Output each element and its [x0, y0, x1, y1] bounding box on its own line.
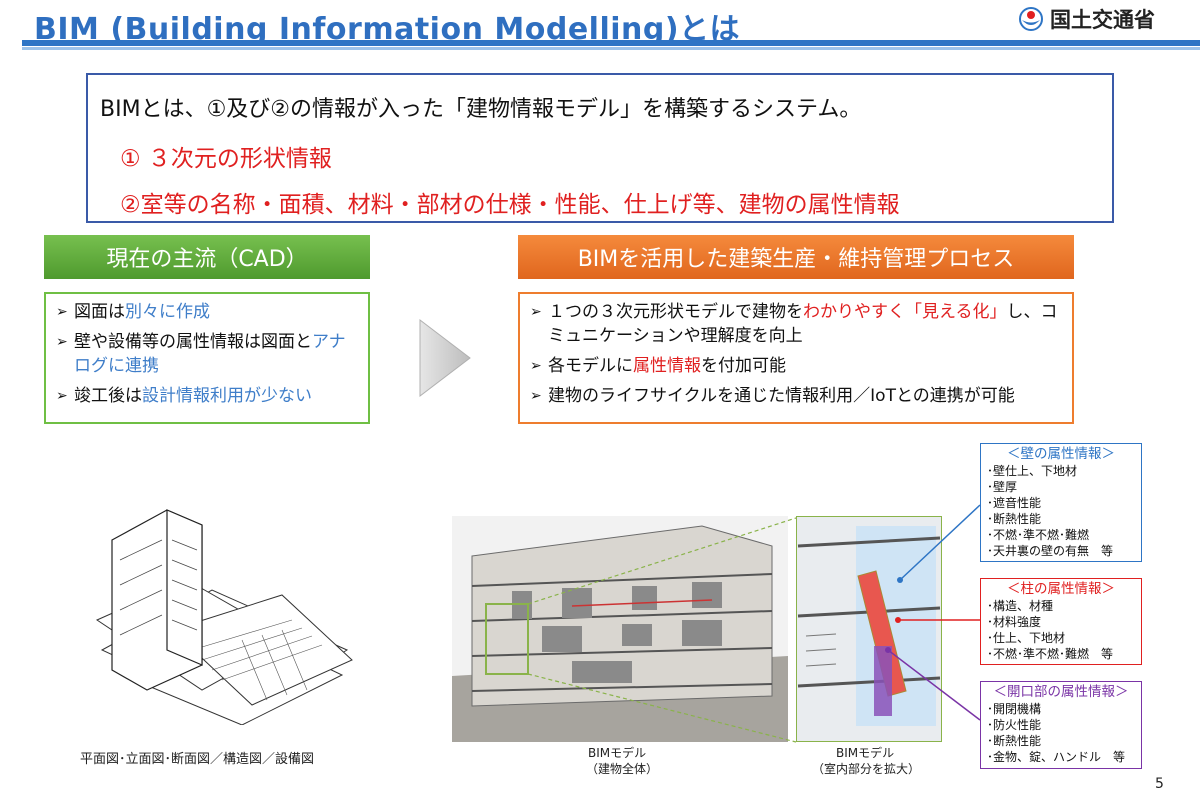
bim-list-item: ➢ 建物のライフサイクルを通じた情報利用／IoTとの連携が可能 [530, 384, 1062, 408]
arrow-bullet-icon: ➢ [56, 304, 68, 320]
attribute-item: ･壁仕上、下地材 [987, 464, 1078, 478]
column-attribute-title: ＜柱の属性情報＞ [1007, 581, 1115, 597]
arrow-bullet-icon: ➢ [530, 388, 542, 404]
item-text-post: を付加可能 [701, 356, 786, 376]
item-highlight: 属性情報 [633, 356, 701, 376]
cad-section-header: 現在の主流（CAD） [44, 235, 370, 279]
arrow-bullet-icon: ➢ [56, 388, 68, 404]
arrow-bullet-icon: ➢ [530, 358, 542, 374]
wall-attribute-box: ＜壁の属性情報＞ ･壁仕上、下地材 ･壁厚 ･遮音性能 ･断熱性能 ･不燃･準不… [980, 443, 1142, 562]
bim-zoom-illustration [796, 516, 942, 742]
bim-zoom-caption-title: BIMモデル [836, 746, 895, 760]
attribute-item: ･遮音性能 [987, 496, 1042, 510]
cad-list-item: ➢ 図面は別々に作成 [56, 300, 358, 324]
bim-zoom-caption-sub: （室内部分を拡大） [812, 762, 921, 776]
item-text: 壁や設備等の属性情報は図面と [74, 332, 312, 352]
bim-model-illustration [452, 516, 788, 742]
attribute-item: ･金物、錠、ハンドル 等 [987, 750, 1126, 764]
attribute-item: ･壁厚 [987, 480, 1018, 494]
bim-list-item: ➢ 各モデルに属性情報を付加可能 [530, 354, 1062, 378]
page-number: 5 [1155, 776, 1164, 792]
title-divider [22, 40, 1200, 46]
wall-attribute-title: ＜壁の属性情報＞ [1007, 446, 1115, 462]
attribute-item: ･不燃･準不燃･難燃 等 [987, 647, 1114, 661]
item-highlight: 別々に作成 [125, 302, 210, 322]
bim-list-item: ➢ １つの３次元形状モデルで建物をわかりやすく「見える化」し、コミュニケーションや… [530, 300, 1062, 348]
chevron-right-icon [419, 318, 471, 398]
item-text: 竣工後は [74, 386, 142, 406]
arrow-bullet-icon: ➢ [56, 334, 68, 350]
bim-model-caption-title: BIMモデル [588, 746, 647, 760]
attribute-item: ･防火性能 [987, 718, 1042, 732]
item-text: 建物のライフサイクルを通じた情報利用／IoTとの連携が可能 [548, 386, 1015, 406]
opening-attribute-box: ＜開口部の属性情報＞ ･開閉機構 ･防火性能 ･断熱性能 ･金物、錠、ハンドル … [980, 681, 1142, 769]
definition-point-2: ②室等の名称・面積、材料・部材の仕様・性能、仕上げ等、建物の属性情報 [120, 192, 900, 218]
attribute-item: ･断熱性能 [987, 512, 1042, 526]
attribute-item: ･天井裏の壁の有無 等 [987, 544, 1114, 558]
item-text: 図面は [74, 302, 125, 322]
cad-list-item: ➢ 壁や設備等の属性情報は図面とアナログに連携 [56, 330, 358, 378]
cad-list: ➢ 図面は別々に作成 ➢ 壁や設備等の属性情報は図面とアナログに連携 ➢ 竣工後は設計… [44, 292, 370, 424]
bim-section-header: BIMを活用した建築生産・維持管理プロセス [518, 235, 1074, 279]
column-attribute-box: ＜柱の属性情報＞ ･構造、材種 ･材料強度 ･仕上、下地材 ･不燃･準不燃･難燃… [980, 578, 1142, 665]
item-text: 各モデルに [548, 356, 633, 376]
arrow-bullet-icon: ➢ [530, 304, 542, 320]
item-highlight: 設計情報利用が少ない [142, 386, 312, 406]
opening-attribute-title: ＜開口部の属性情報＞ [993, 684, 1129, 700]
item-text: １つの３次元形状モデルで建物を [548, 302, 803, 322]
cad-list-item: ➢ 竣工後は設計情報利用が少ない [56, 384, 358, 408]
item-text-post: し、コミュニケーションや理解度を向上 [548, 302, 1058, 346]
definition-text: BIMとは、①及び②の情報が入った「建物情報モデル」を構築するシステム。 [100, 97, 862, 122]
bim-list: ➢ １つの３次元形状モデルで建物をわかりやすく「見える化」し、コミュニケーションや… [518, 292, 1074, 424]
ministry-name: 国土交通省 [1050, 8, 1155, 32]
attribute-item: ･不燃･準不燃･難燃 [987, 528, 1090, 542]
attribute-item: ･材料強度 [987, 615, 1042, 629]
item-highlight: アナログに連携 [74, 332, 346, 376]
item-highlight: わかりやすく「見える化」 [803, 302, 1007, 322]
definition-point-1: ① ３次元の形状情報 [120, 146, 332, 172]
attribute-item: ･断熱性能 [987, 734, 1042, 748]
bim-model-caption-sub: （建物全体） [586, 762, 659, 776]
mlit-logo-icon [1019, 7, 1043, 31]
cad-caption: 平面図･立面図･断面図／構造図／設備図 [80, 752, 315, 767]
attribute-item: ･構造、材種 [987, 599, 1054, 613]
attribute-item: ･仕上、下地材 [987, 631, 1066, 645]
cad-drawings-illustration [95, 509, 353, 725]
attribute-item: ･開閉機構 [987, 702, 1042, 716]
ministry-brand: 国土交通省 [1018, 4, 1155, 34]
definition-box: BIMとは、①及び②の情報が入った「建物情報モデル」を構築するシステム。 ① ３… [86, 73, 1114, 223]
title-divider-light [22, 47, 1200, 50]
